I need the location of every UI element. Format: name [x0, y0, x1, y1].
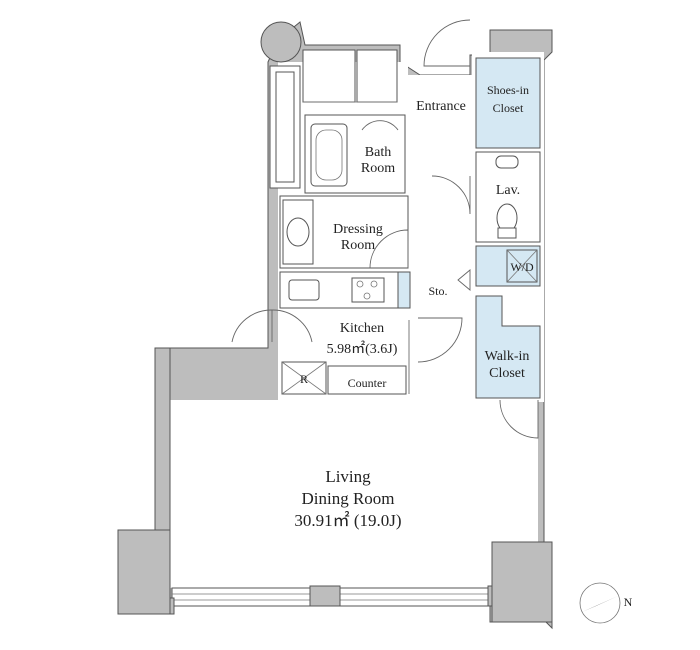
left-wall: [154, 347, 171, 531]
label-wd: W/D: [510, 260, 534, 274]
right-bay: [491, 541, 553, 623]
label-living-3: 30.91㎡ (19.0J): [294, 511, 401, 530]
label-refrigerator: R: [300, 372, 308, 386]
compass-icon: N: [579, 582, 633, 624]
wd-area: [476, 246, 540, 286]
label-walkin-1: Walk-in: [485, 349, 530, 364]
left-bay: [117, 529, 171, 615]
door-swings: [231, 19, 539, 439]
label-living-1: Living: [325, 467, 371, 486]
column: [260, 21, 302, 63]
dressing-room: [279, 195, 409, 269]
label-shoes-closet-1: Shoes-in: [487, 83, 529, 97]
interior-floor: [170, 318, 538, 588]
counter-box: [327, 365, 407, 395]
lavatory: [475, 151, 541, 243]
washer-box: [506, 249, 538, 283]
bathtub: [310, 123, 348, 187]
left-upper-shelves: [269, 65, 301, 189]
label-storage: Sto.: [428, 284, 447, 298]
top-cabinets: [302, 49, 398, 103]
bath-room: [304, 114, 406, 194]
label-counter: Counter: [348, 376, 387, 390]
label-walkin-2: Closet: [489, 366, 525, 381]
label-living-2: Dining Room: [301, 489, 394, 508]
compass-label: N: [624, 595, 633, 609]
walkin-closet-area: [476, 296, 540, 398]
shoes-closet-area: [476, 58, 540, 148]
label-kitchen-1: Kitchen: [340, 321, 384, 336]
kitchen: [279, 271, 411, 395]
label-bath-2: Room: [361, 161, 395, 176]
label-lav: Lav.: [496, 183, 520, 198]
window-strip: [159, 585, 501, 615]
label-entrance: Entrance: [416, 99, 466, 114]
label-kitchen-2: 5.98㎡(3.6J): [327, 341, 398, 357]
label-dressing-2: Room: [341, 238, 375, 253]
label-dressing-1: Dressing: [333, 222, 383, 237]
stove: [351, 277, 385, 303]
label-shoes-closet-2: Closet: [493, 101, 524, 115]
sink: [288, 279, 320, 301]
entrance-area: [408, 75, 472, 320]
label-bath-1: Bath: [365, 145, 391, 160]
